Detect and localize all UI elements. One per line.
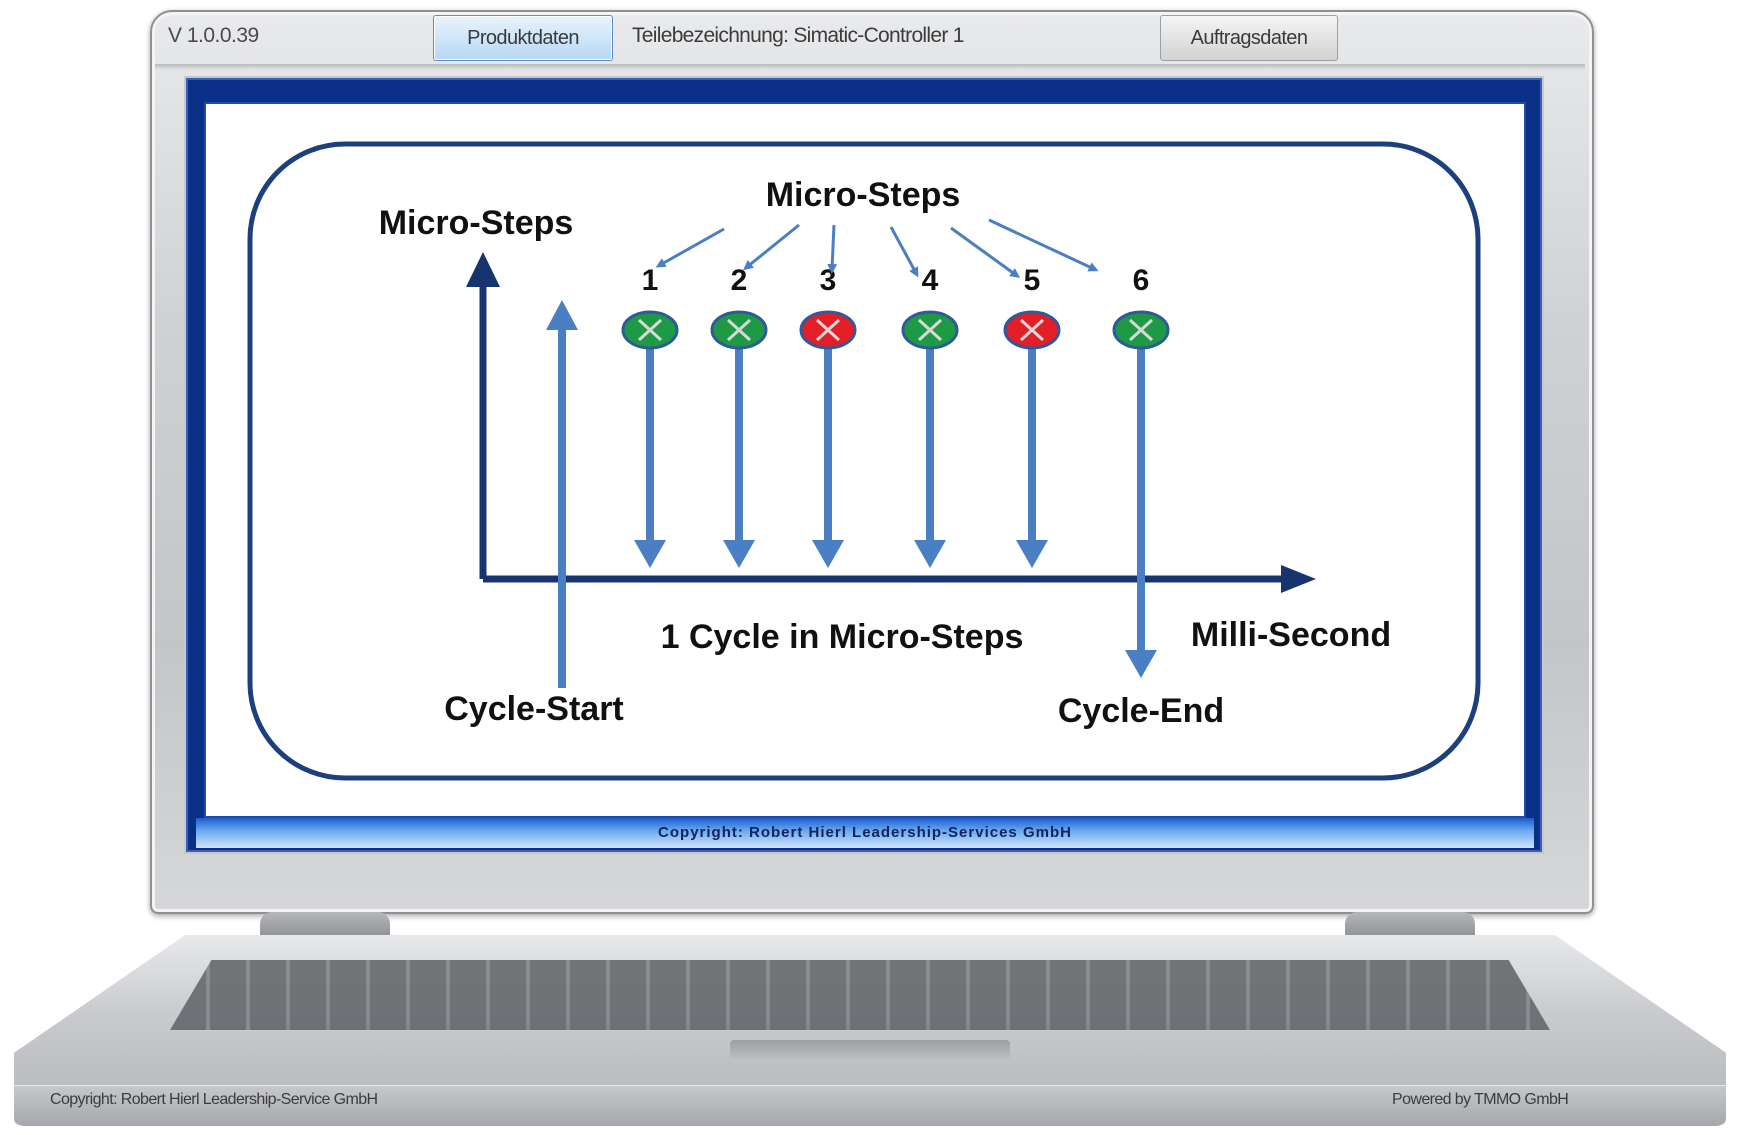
top-title: Micro-Steps bbox=[766, 176, 961, 214]
step-number: 1 bbox=[642, 264, 659, 297]
y-axis-arrowhead bbox=[466, 252, 500, 287]
step-x-mark bbox=[637, 318, 663, 342]
base-footer-strip bbox=[14, 1085, 1726, 1126]
step-down-arrowhead bbox=[1016, 540, 1048, 568]
micro-steps-diagram: 1 2 3 4 5 6 Micro-Steps Micro-Steps Milli-Sec… bbox=[247, 141, 1481, 781]
diagram-frame bbox=[247, 141, 1481, 781]
version-label: V 1.0.0.39 bbox=[168, 24, 259, 47]
step-down-arrowhead bbox=[1125, 650, 1157, 678]
screen-content: 1 2 3 4 5 6 Micro-Steps Micro-Steps Milli-Sec… bbox=[204, 102, 1526, 818]
step-x-mark bbox=[1128, 318, 1154, 342]
header-divider bbox=[155, 64, 1585, 70]
cycle-start-arrowhead bbox=[546, 300, 578, 330]
x-axis-arrowhead bbox=[1281, 565, 1316, 593]
title-pointer-arrow bbox=[827, 224, 838, 274]
step-number: 5 bbox=[1024, 264, 1041, 297]
y-axis-label: Micro-Steps bbox=[379, 204, 574, 242]
keyboard bbox=[170, 960, 1550, 1030]
step-down-arrowhead bbox=[634, 540, 666, 568]
step-down-arrowhead bbox=[812, 540, 844, 568]
hinge-left bbox=[260, 912, 390, 938]
step-x-mark bbox=[917, 318, 943, 342]
title-pointer-arrow bbox=[743, 223, 800, 271]
hinge-right bbox=[1345, 912, 1475, 938]
footer-powered-by: Powered by TMMO GmbH bbox=[1392, 1091, 1569, 1108]
title-pointer-arrow bbox=[889, 226, 919, 278]
screen-status-bar bbox=[196, 818, 1534, 848]
touchpad bbox=[730, 1040, 1010, 1062]
tab-auftragsdaten[interactable]: Auftragsdaten bbox=[1160, 15, 1338, 61]
step-x-mark bbox=[726, 318, 752, 342]
tab-produktdaten[interactable]: Produktdaten bbox=[433, 15, 613, 61]
part-name-label: Teilebezeichnung: Simatic-Controller 1 bbox=[632, 24, 964, 47]
cycle-label: 1 Cycle in Micro-Steps bbox=[661, 618, 1024, 656]
x-axis-label: Milli-Second bbox=[1191, 616, 1391, 654]
step-number: 6 bbox=[1133, 264, 1150, 297]
step-number: 3 bbox=[820, 264, 837, 297]
footer-copyright: Copyright: Robert Hierl Leadership-Servi… bbox=[50, 1091, 378, 1108]
step-x-mark bbox=[1019, 318, 1045, 342]
step-down-arrowhead bbox=[914, 540, 946, 568]
cycle-end-label: Cycle-End bbox=[1058, 692, 1224, 730]
step-number: 4 bbox=[922, 264, 939, 297]
step-x-mark bbox=[815, 318, 841, 342]
cycle-start-label: Cycle-Start bbox=[444, 690, 624, 728]
title-pointer-arrow bbox=[655, 227, 725, 268]
step-number: 2 bbox=[731, 264, 748, 297]
title-pointer-arrow bbox=[950, 226, 1021, 278]
title-pointer-arrow bbox=[988, 218, 1099, 272]
step-down-arrowhead bbox=[723, 540, 755, 568]
screen-copyright: Copyright: Robert Hierl Leadership-Servi… bbox=[658, 824, 1072, 841]
